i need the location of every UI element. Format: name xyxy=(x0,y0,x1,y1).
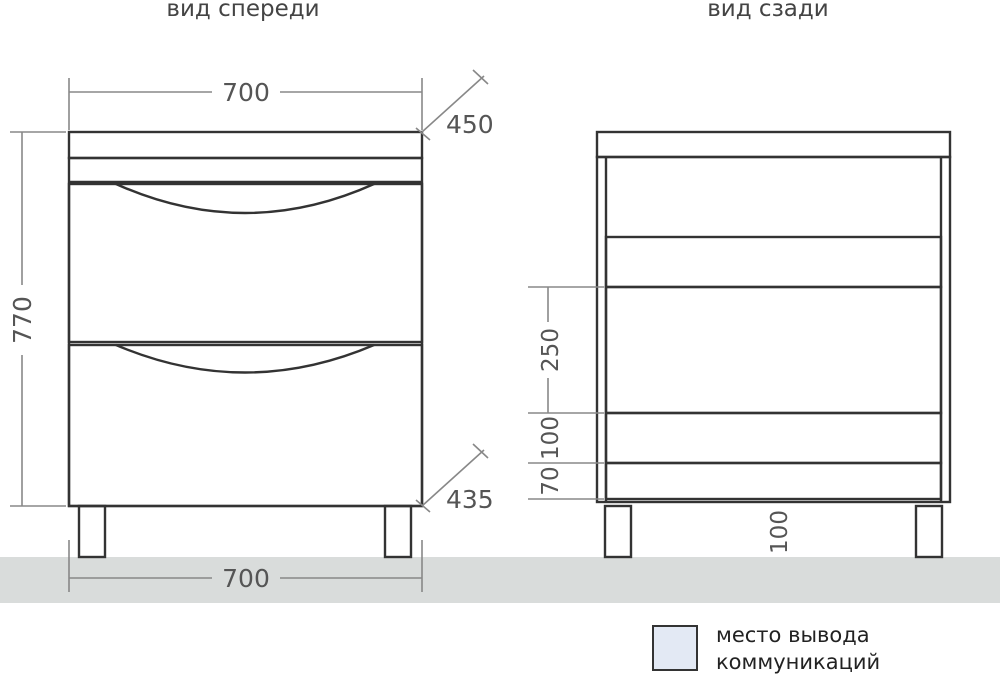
front-drawer-lower xyxy=(67,343,424,508)
front-view xyxy=(67,130,424,559)
front-height-label: 770 xyxy=(8,296,37,344)
front-width-top-label: 700 xyxy=(222,78,270,107)
front-leg-left xyxy=(77,504,107,559)
front-drawer-upper xyxy=(67,182,424,344)
front-width-bottom-dimension: 700 xyxy=(68,540,423,593)
back-board-upper xyxy=(604,235,943,289)
back-leg-left xyxy=(603,504,633,559)
front-height-dimension: 770 xyxy=(8,131,66,507)
front-depth-top-dimension: 450 xyxy=(415,69,494,141)
back-countertop xyxy=(595,130,952,159)
legend-line-1: место вывода xyxy=(716,623,870,647)
floor xyxy=(0,557,1000,603)
front-drawer-upper-handle xyxy=(115,182,375,215)
back-view-title: вид сзади xyxy=(707,0,829,22)
front-body xyxy=(67,156,424,508)
back-vertical-dimensions: 250 100 70 xyxy=(528,286,604,500)
front-depth-bottom-label: 435 xyxy=(446,485,494,514)
back-communication-zone-lower xyxy=(604,461,943,501)
front-depth-bottom-dimension: 435 xyxy=(415,443,494,514)
back-100-label: 100 xyxy=(538,416,564,460)
back-leg-right xyxy=(914,504,944,559)
legend: место вывода коммуникаций xyxy=(652,623,880,674)
front-leg-right xyxy=(383,504,413,559)
back-view xyxy=(595,130,952,559)
front-countertop xyxy=(67,130,424,160)
legend-swatch xyxy=(652,625,698,671)
back-communication-zone-upper xyxy=(604,285,943,415)
back-250-label: 250 xyxy=(538,328,564,372)
back-70-label: 70 xyxy=(538,466,564,495)
legend-line-2: коммуникаций xyxy=(716,650,880,674)
front-width-top-dimension: 700 xyxy=(68,78,423,130)
front-view-title: вид спереди xyxy=(166,0,319,22)
front-width-bottom-label: 700 xyxy=(222,564,270,593)
back-board-lower xyxy=(604,411,943,465)
front-depth-top-label: 450 xyxy=(446,110,494,139)
back-leg-label: 100 xyxy=(767,510,793,554)
front-drawer-lower-handle xyxy=(115,343,375,374)
back-body xyxy=(595,155,952,504)
